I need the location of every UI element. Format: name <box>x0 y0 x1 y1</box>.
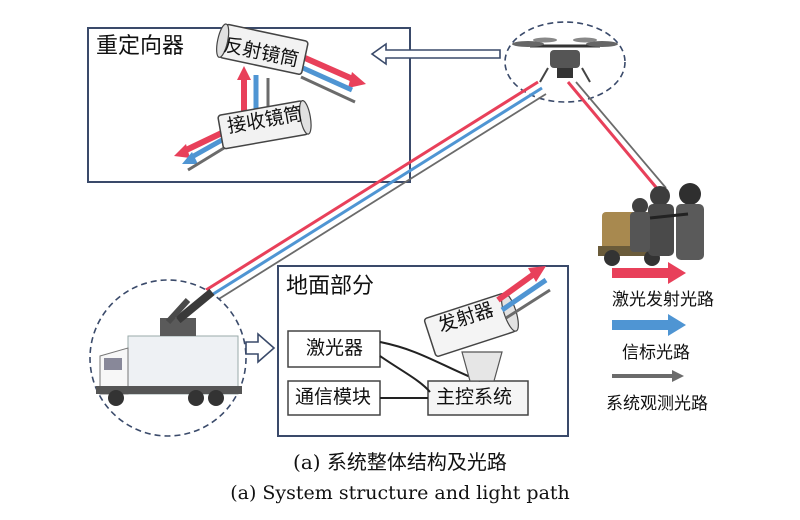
legend-observe-arrow <box>612 370 684 382</box>
control-label: 主控系统 <box>436 386 513 408</box>
caption-english: (a) System structure and light path <box>230 482 570 504</box>
legend-observe-label: 系统观测光路 <box>606 394 708 414</box>
uplink-beams <box>205 80 547 303</box>
emitter-stand <box>461 351 503 382</box>
legend-beacon-label: 信标光路 <box>622 343 690 363</box>
soldiers-image <box>598 183 704 266</box>
laser-label: 激光器 <box>306 337 364 359</box>
reflector-tube <box>216 23 309 75</box>
truck-to-ground-arrow <box>245 332 276 364</box>
caption-chinese: (a) 系统整体结构及光路 <box>293 450 507 474</box>
redirector-title: 重定向器 <box>96 34 185 59</box>
control-box <box>427 380 529 416</box>
laser-box <box>287 330 381 368</box>
receiver-tube <box>217 99 312 150</box>
ground-title: 地面部分 <box>286 274 375 299</box>
legend-laser-arrow <box>612 262 686 284</box>
comm-label: 通信模块 <box>295 386 372 408</box>
downlink-beams <box>566 81 667 193</box>
legend-laser-label: 激光发射光路 <box>612 290 714 310</box>
ground-connections <box>379 341 481 399</box>
comm-box <box>287 380 381 416</box>
legend-beacon-arrow <box>612 314 686 336</box>
drone-to-redirector-arrow <box>370 42 501 66</box>
emitter-beams <box>496 266 551 320</box>
truck-icon <box>96 288 242 406</box>
drone-icon <box>512 37 618 83</box>
